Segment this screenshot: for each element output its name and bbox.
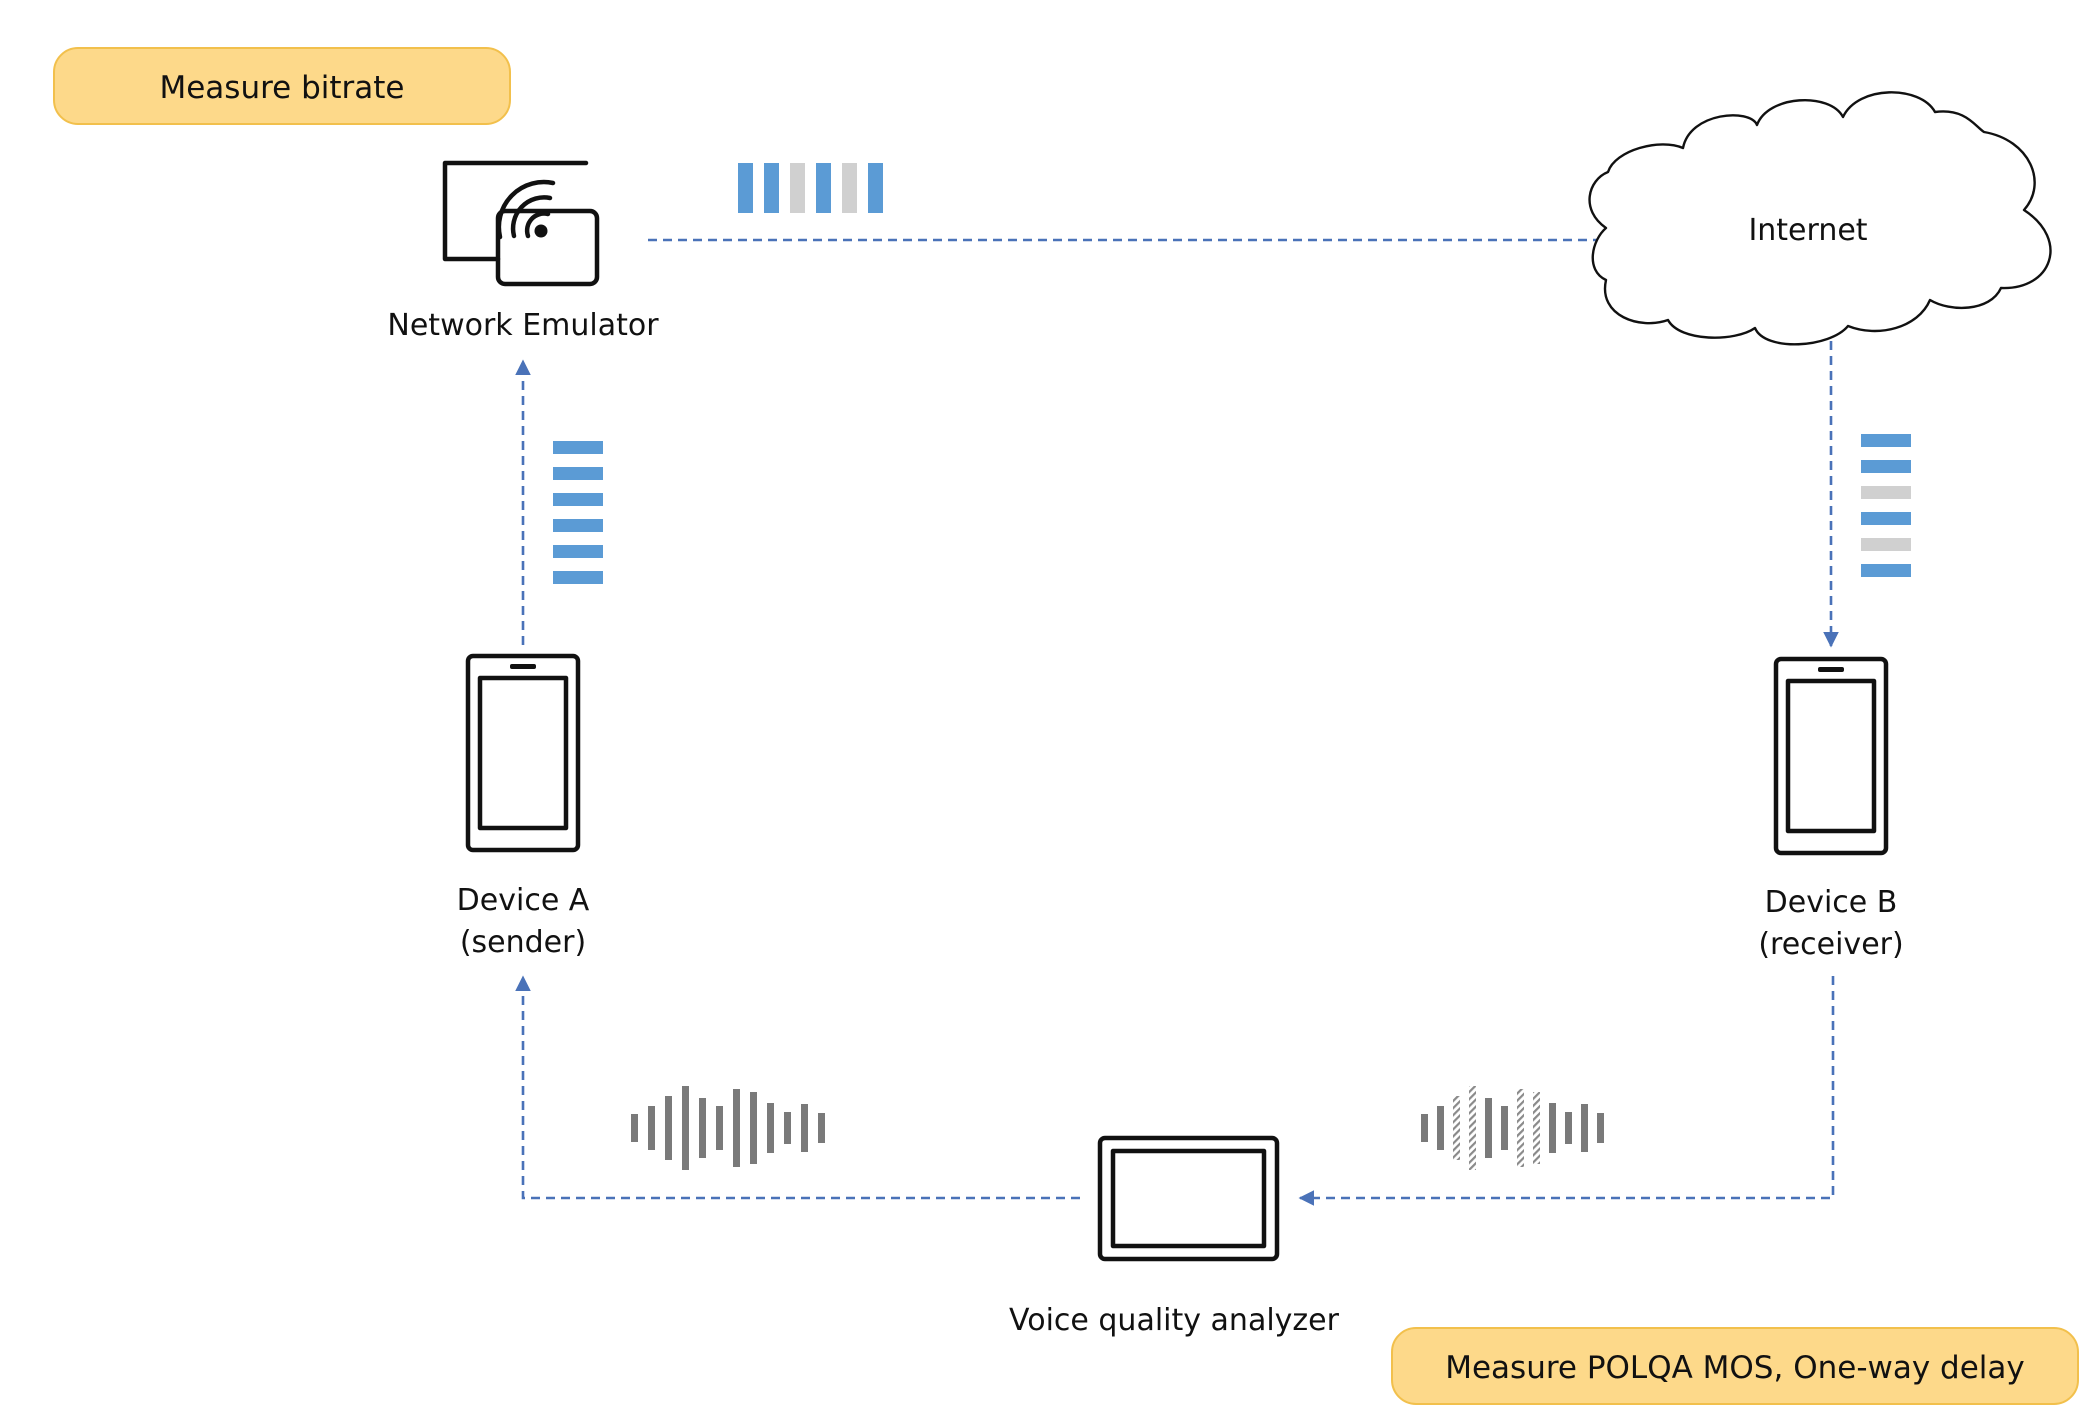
packet-ok [868, 163, 883, 213]
cloud-icon [1588, 91, 2052, 346]
packet-ok [738, 163, 753, 213]
device-a-label: Device A [457, 883, 590, 918]
measure-bitrate-callout: Measure bitrate [53, 47, 511, 125]
packet-ok [1861, 564, 1911, 577]
network-emulator-icon [442, 160, 600, 287]
analyzer-label: Voice quality analyzer [1009, 1303, 1340, 1338]
packet-ok [553, 545, 603, 558]
device-a-role-label: (sender) [460, 925, 586, 960]
packet-lost [790, 163, 805, 213]
waveform-icon-received [1421, 1086, 1604, 1170]
packet-stream-internet-to-device-b [1861, 434, 1911, 577]
measure-bitrate-label: Measure bitrate [159, 70, 404, 106]
network-emulator-label: Network Emulator [387, 308, 659, 343]
packet-ok [1861, 434, 1911, 447]
measure-polqa-label: Measure POLQA MOS, One-way delay [1445, 1350, 2025, 1386]
packet-ok [553, 467, 603, 480]
packet-lost [842, 163, 857, 213]
analyzer-tablet-icon [1097, 1135, 1280, 1262]
device-b-smartphone-icon [1773, 656, 1889, 856]
packet-ok [1861, 460, 1911, 473]
device-b-role-label: (receiver) [1758, 927, 1903, 962]
device-a-smartphone-icon [465, 653, 581, 853]
packet-ok [553, 571, 603, 584]
packet-lost [1861, 538, 1911, 551]
packet-ok [553, 519, 603, 532]
packet-lost [1861, 486, 1911, 499]
packet-stream-emulator-to-internet [738, 163, 883, 213]
packet-ok [764, 163, 779, 213]
device-b-label: Device B [1765, 885, 1898, 920]
measure-polqa-callout: Measure POLQA MOS, One-way delay [1391, 1327, 2079, 1405]
flow-device-b-to-analyzer [1298, 976, 1835, 1206]
internet-label: Internet [1748, 213, 1867, 248]
packet-ok [816, 163, 831, 213]
waveform-icon-sent [631, 1086, 825, 1170]
packet-ok [1861, 512, 1911, 525]
packet-stream-device-a-to-emulator [553, 441, 603, 584]
flow-analyzer-to-device-a [515, 975, 1080, 1200]
packet-ok [553, 493, 603, 506]
packet-ok [553, 441, 603, 454]
